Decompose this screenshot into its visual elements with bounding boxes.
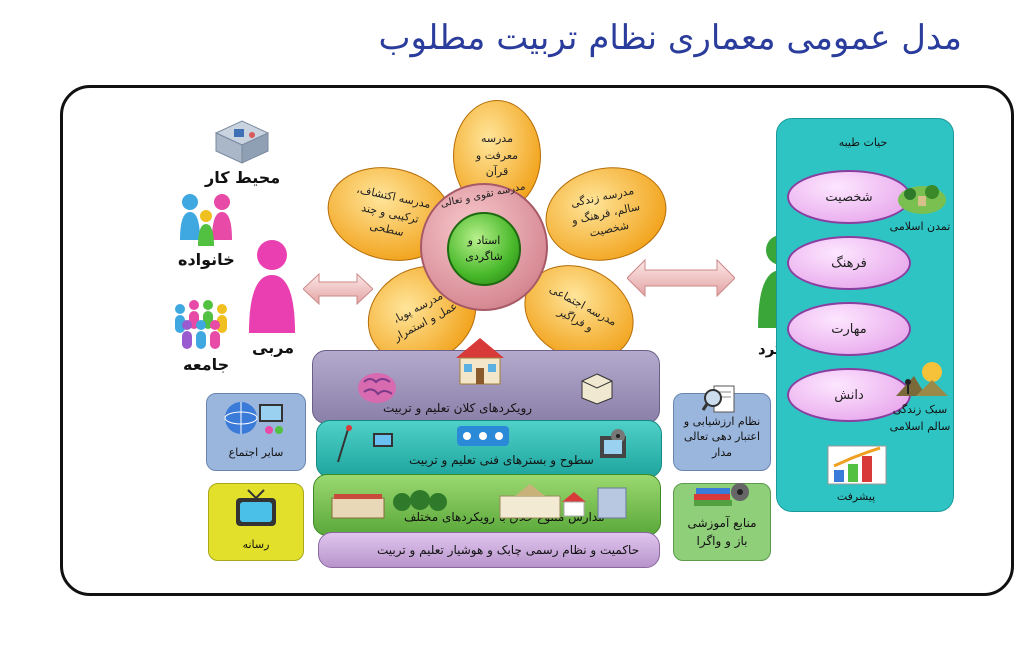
diagram-frame bbox=[60, 85, 1014, 596]
globe-computer-icon bbox=[224, 402, 283, 434]
progress-label: پیشرفت bbox=[836, 490, 876, 503]
layer-macro-label: رویکردهای کلان تعلیم و تربیت bbox=[383, 401, 533, 415]
tv-icon bbox=[236, 489, 276, 526]
flower-center: استاد و شاگردی bbox=[447, 212, 521, 286]
family-label: خانواده bbox=[178, 250, 235, 269]
oval-skill: مهارت bbox=[787, 302, 911, 356]
society-label: جامعه bbox=[183, 355, 230, 374]
tower-icon bbox=[334, 424, 364, 464]
family-icon bbox=[176, 190, 236, 250]
magnifier-document-icon bbox=[702, 385, 735, 413]
other-communities-box: سایر اجتماع bbox=[206, 393, 306, 471]
network-icon bbox=[455, 424, 511, 448]
other-communities-label: سایر اجتماع bbox=[228, 446, 284, 459]
civilization-label: تمدن اسلامی bbox=[889, 220, 951, 233]
evaluation-box: نظام ارزشیابی و اعتبار دهی تعالی مدار bbox=[673, 385, 771, 471]
evaluation-label: نظام ارزشیابی و اعتبار دهی تعالی مدار bbox=[683, 415, 761, 459]
civilization-icon bbox=[896, 180, 948, 216]
books-film-icon bbox=[694, 483, 749, 506]
layer-governance-label: حاکمیت و نظام رسمی چابک و هوشیار تعلیم و… bbox=[377, 543, 640, 557]
school-buildings-icon bbox=[330, 484, 630, 520]
brain-icon bbox=[356, 370, 398, 406]
workplace-icon bbox=[212, 115, 270, 165]
oval-personality: شخصیت bbox=[787, 170, 911, 224]
cube-icon bbox=[580, 372, 614, 406]
left-double-arrow bbox=[302, 272, 374, 306]
panel-heading: حیات طیبه bbox=[838, 136, 888, 149]
layer-technical-label: سطوح و بسترهای فنی تعلیم و تربیت bbox=[409, 453, 594, 467]
society-icon bbox=[170, 295, 236, 355]
layer-governance: حاکمیت و نظام رسمی چابک و هوشیار تعلیم و… bbox=[318, 532, 660, 568]
film-reel-icon bbox=[598, 428, 632, 460]
resources-box: منابع آموزشی باز و واگرا bbox=[673, 483, 771, 561]
flower-center-label: استاد و شاگردی bbox=[465, 233, 503, 264]
right-double-arrow bbox=[626, 258, 736, 298]
lifestyle-label: سبک زندگی سالم اسلامی bbox=[889, 403, 951, 433]
educator-label: مربی bbox=[252, 338, 295, 357]
media-box: رسانه bbox=[208, 483, 304, 561]
progress-icon bbox=[826, 444, 888, 486]
lifestyle-icon bbox=[896, 360, 948, 396]
oval-culture: فرهنگ bbox=[787, 236, 911, 290]
workplace-label: محیط کار bbox=[205, 168, 281, 187]
page-title: مدل عمومی معماری نظام تربیت مطلوب bbox=[378, 18, 962, 58]
tv-small-icon bbox=[372, 432, 394, 448]
school-house-icon bbox=[452, 334, 508, 386]
educator-icon bbox=[245, 237, 299, 337]
resources-label: منابع آموزشی باز و واگرا bbox=[687, 516, 757, 548]
media-label: رسانه bbox=[242, 538, 270, 551]
